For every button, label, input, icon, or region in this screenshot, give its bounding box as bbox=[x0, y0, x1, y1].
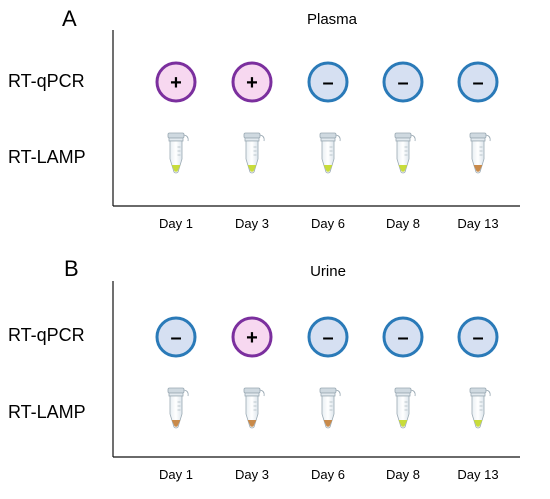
panel-title: Urine bbox=[310, 263, 346, 280]
tube-liquid bbox=[398, 420, 408, 427]
negative-result-circle: – bbox=[457, 61, 499, 103]
result-sign: – bbox=[472, 327, 483, 349]
day-labels-row: Day 1 Day 3 Day 6 Day 8 Day 13 bbox=[159, 467, 499, 482]
tube-liquid bbox=[171, 165, 181, 172]
lamp-tubes-row bbox=[167, 132, 491, 174]
lamp-tube-yellow bbox=[319, 132, 341, 174]
tube-liquid bbox=[171, 420, 181, 427]
lamp-tube-yellow bbox=[394, 387, 416, 429]
result-sign: – bbox=[170, 327, 181, 349]
result-sign: – bbox=[322, 72, 333, 94]
negative-result-circle: – bbox=[307, 316, 349, 358]
result-sign: – bbox=[397, 327, 408, 349]
tube-liquid bbox=[247, 165, 257, 172]
lamp-tube-yellow bbox=[167, 132, 189, 174]
result-sign: + bbox=[170, 72, 182, 94]
tube-liquid bbox=[247, 420, 257, 427]
tube-liquid bbox=[473, 165, 483, 172]
lamp-tubes-row bbox=[167, 387, 491, 429]
result-sign: – bbox=[397, 72, 408, 94]
negative-result-circle: – bbox=[382, 316, 424, 358]
negative-result-circle: – bbox=[155, 316, 197, 358]
tube-liquid bbox=[398, 165, 408, 172]
day-label: Day 13 bbox=[457, 467, 498, 482]
row-label-rt-lamp: RT-LAMP bbox=[8, 402, 86, 422]
row-label-rt-qpcr: RT-qPCR bbox=[8, 71, 85, 91]
day-label: Day 13 bbox=[457, 216, 498, 231]
day-label: Day 3 bbox=[235, 467, 269, 482]
negative-result-circle: – bbox=[382, 61, 424, 103]
tube-liquid bbox=[323, 420, 333, 427]
lamp-tube-orange bbox=[167, 387, 189, 429]
day-label: Day 6 bbox=[311, 467, 345, 482]
negative-result-circle: – bbox=[307, 61, 349, 103]
lamp-tube-orange bbox=[243, 387, 265, 429]
panel-letter: B bbox=[64, 256, 79, 281]
lamp-tube-yellow bbox=[243, 132, 265, 174]
day-label: Day 6 bbox=[311, 216, 345, 231]
result-sign: – bbox=[472, 72, 483, 94]
day-label: Day 1 bbox=[159, 467, 193, 482]
day-label: Day 1 bbox=[159, 216, 193, 231]
panel-title: Plasma bbox=[307, 11, 358, 28]
row-label-rt-lamp: RT-LAMP bbox=[8, 147, 86, 167]
positive-result-circle: + bbox=[231, 61, 273, 103]
day-label: Day 3 bbox=[235, 216, 269, 231]
day-label: Day 8 bbox=[386, 467, 420, 482]
tube-liquid bbox=[473, 420, 483, 427]
lamp-tube-orange bbox=[319, 387, 341, 429]
panel-letter: A bbox=[62, 6, 77, 31]
positive-result-circle: + bbox=[231, 316, 273, 358]
day-label: Day 8 bbox=[386, 216, 420, 231]
result-sign: + bbox=[246, 72, 258, 94]
lamp-tube-orange bbox=[469, 132, 491, 174]
positive-result-circle: + bbox=[155, 61, 197, 103]
tube-liquid bbox=[323, 165, 333, 172]
qpcr-results-row: + + – – – bbox=[155, 61, 499, 103]
qpcr-results-row: – + – – – bbox=[155, 316, 499, 358]
day-labels-row: Day 1 Day 3 Day 6 Day 8 Day 13 bbox=[159, 216, 499, 231]
panel-b: B Urine RT-qPCR RT-LAMP – + – – – Day 1 Day 3… bbox=[8, 256, 520, 482]
negative-result-circle: – bbox=[457, 316, 499, 358]
row-label-rt-qpcr: RT-qPCR bbox=[8, 325, 85, 345]
result-sign: + bbox=[246, 327, 258, 349]
lamp-tube-yellow bbox=[469, 387, 491, 429]
lamp-tube-yellow bbox=[394, 132, 416, 174]
result-sign: – bbox=[322, 327, 333, 349]
